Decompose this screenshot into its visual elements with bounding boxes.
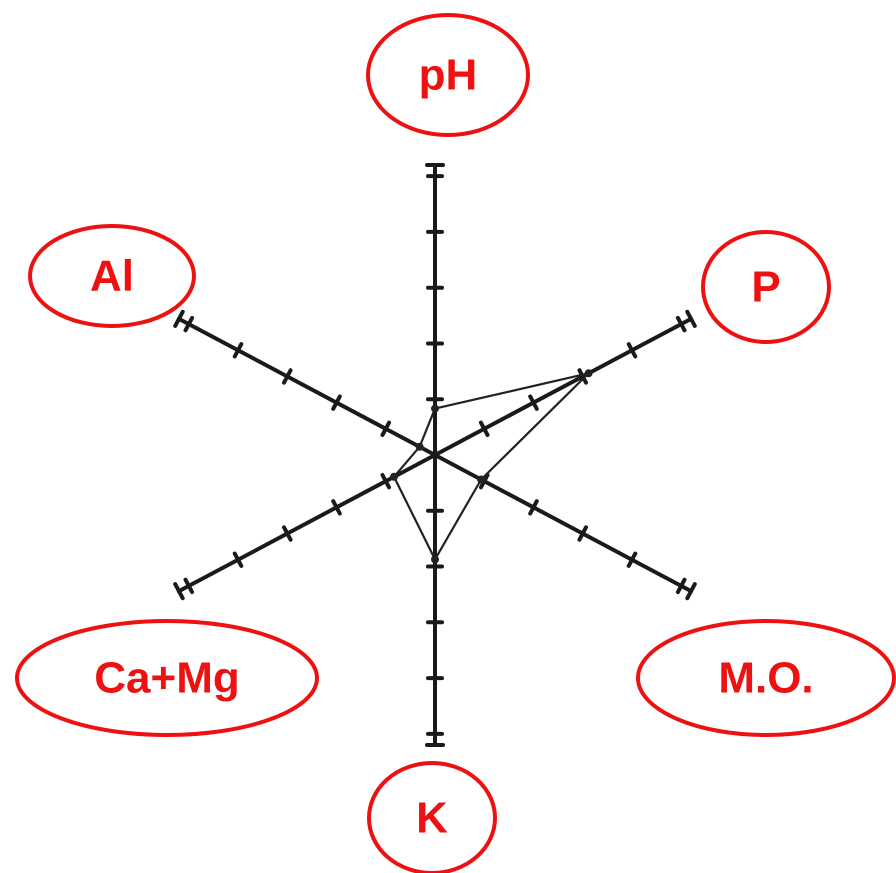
axis-label-al: Al: [28, 224, 196, 328]
axis-tick-camg-1: [380, 473, 392, 490]
label-text-ph: pH: [419, 51, 478, 100]
axis-tick-al-3: [281, 368, 293, 385]
data-point-k: [431, 555, 439, 564]
axis-label-k: K: [367, 761, 497, 873]
axis-line-p: [433, 316, 694, 457]
axis-tick-p-3: [577, 368, 589, 385]
axis-tick-mo-3: [577, 525, 589, 542]
axis-tick-al-2: [331, 394, 342, 411]
axis-tick-al-4: [232, 342, 244, 359]
label-text-camg: Ca+Mg: [94, 654, 239, 703]
data-polygon: [392, 371, 593, 562]
axis-label-mo: M.O.: [636, 619, 896, 737]
axis-tick-mo-5: [675, 577, 687, 595]
data-point-p: [584, 369, 593, 378]
label-oval-mo: [636, 619, 896, 737]
axis-end-cap-camg: [173, 582, 185, 601]
axis-tick-p-5: [675, 315, 687, 333]
label-text-k: K: [416, 794, 448, 843]
data-point-al: [415, 442, 424, 451]
axis-label-ph: pH: [366, 13, 530, 137]
axis-tick-mo-2: [528, 499, 539, 516]
axis-label-camg: Ca+Mg: [15, 619, 319, 737]
axis-line-al: [176, 316, 437, 457]
axis-tick-camg-2: [331, 499, 342, 516]
axis-tick-mo-4: [626, 551, 638, 568]
axis-tick-camg-5: [183, 577, 195, 595]
label-text-al: Al: [90, 252, 134, 301]
label-oval-p: [701, 230, 831, 344]
data-polygon-layer: [390, 369, 593, 564]
data-point-mo: [477, 475, 486, 484]
data-point-ph: [431, 404, 439, 413]
axis-line-mo: [433, 453, 694, 594]
axis-labels-layer: pH P M.O. K Ca+Mg Al: [15, 13, 896, 873]
axis-tick-al-1: [380, 420, 392, 437]
axis-end-cap-mo: [685, 582, 697, 601]
axis-tick-camg-4: [232, 551, 244, 568]
label-text-p: P: [751, 263, 780, 312]
label-oval-camg: [15, 619, 319, 737]
data-point-camg: [390, 472, 398, 481]
axis-tick-p-2: [528, 394, 539, 411]
label-text-mo: M.O.: [718, 654, 813, 703]
label-oval-k: [367, 761, 497, 873]
axis-tick-p-1: [478, 420, 490, 437]
axis-end-cap-p: [685, 309, 697, 328]
axis-tick-p-4: [626, 342, 638, 359]
label-oval-ph: [366, 13, 530, 137]
axis-tick-al-5: [183, 315, 195, 333]
axis-end-cap-al: [173, 309, 185, 328]
axis-label-p: P: [701, 230, 831, 344]
axes-layer: [173, 163, 697, 747]
label-oval-al: [28, 224, 196, 328]
axis-tick-camg-3: [281, 525, 293, 542]
